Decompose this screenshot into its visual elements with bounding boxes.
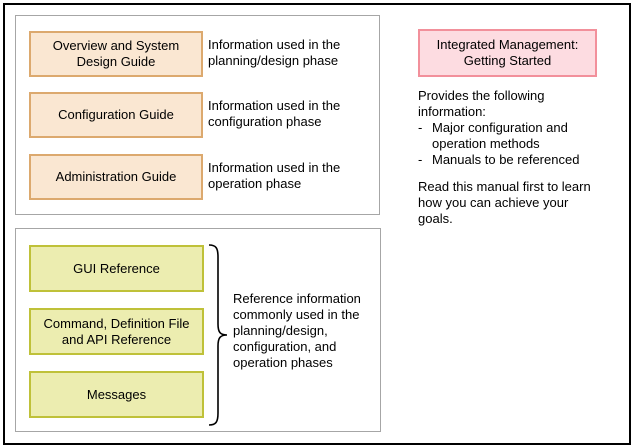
- getting-started-outro: Read this manual first to learn how you …: [418, 179, 591, 226]
- bullet-item: - Major configuration and operation meth…: [418, 120, 634, 152]
- box-configuration-guide: Configuration Guide: [29, 92, 203, 138]
- box-gui-reference: GUI Reference: [29, 245, 204, 292]
- box-command-definition-api-reference: Command, Definition File and API Referen…: [29, 308, 204, 355]
- bullet-text: Major configuration and operation method…: [432, 120, 568, 151]
- desc-planning-design-phase: Information used in the planning/design …: [208, 37, 341, 68]
- bullet-item: - Manuals to be referenced: [418, 152, 634, 168]
- curly-brace-icon: [208, 244, 228, 426]
- bullet-dash: -: [418, 120, 423, 135]
- box-integrated-management-getting-started: Integrated Management: Getting Started: [418, 29, 597, 77]
- box-administration-guide: Administration Guide: [29, 154, 203, 200]
- bullet-text: Manuals to be referenced: [432, 152, 580, 167]
- box-messages: Messages: [29, 371, 204, 418]
- desc-operation-phase: Information used in the operation phase: [208, 160, 341, 191]
- reference-note-text: Reference information commonly used in t…: [233, 291, 361, 370]
- getting-started-description: Provides the following information: - Ma…: [418, 88, 634, 227]
- desc-configuration-phase: Information used in the configuration ph…: [208, 98, 341, 129]
- getting-started-intro: Provides the following information:: [418, 88, 545, 119]
- box-overview-system-design-guide: Overview and System Design Guide: [29, 31, 203, 77]
- bullet-dash: -: [418, 152, 423, 167]
